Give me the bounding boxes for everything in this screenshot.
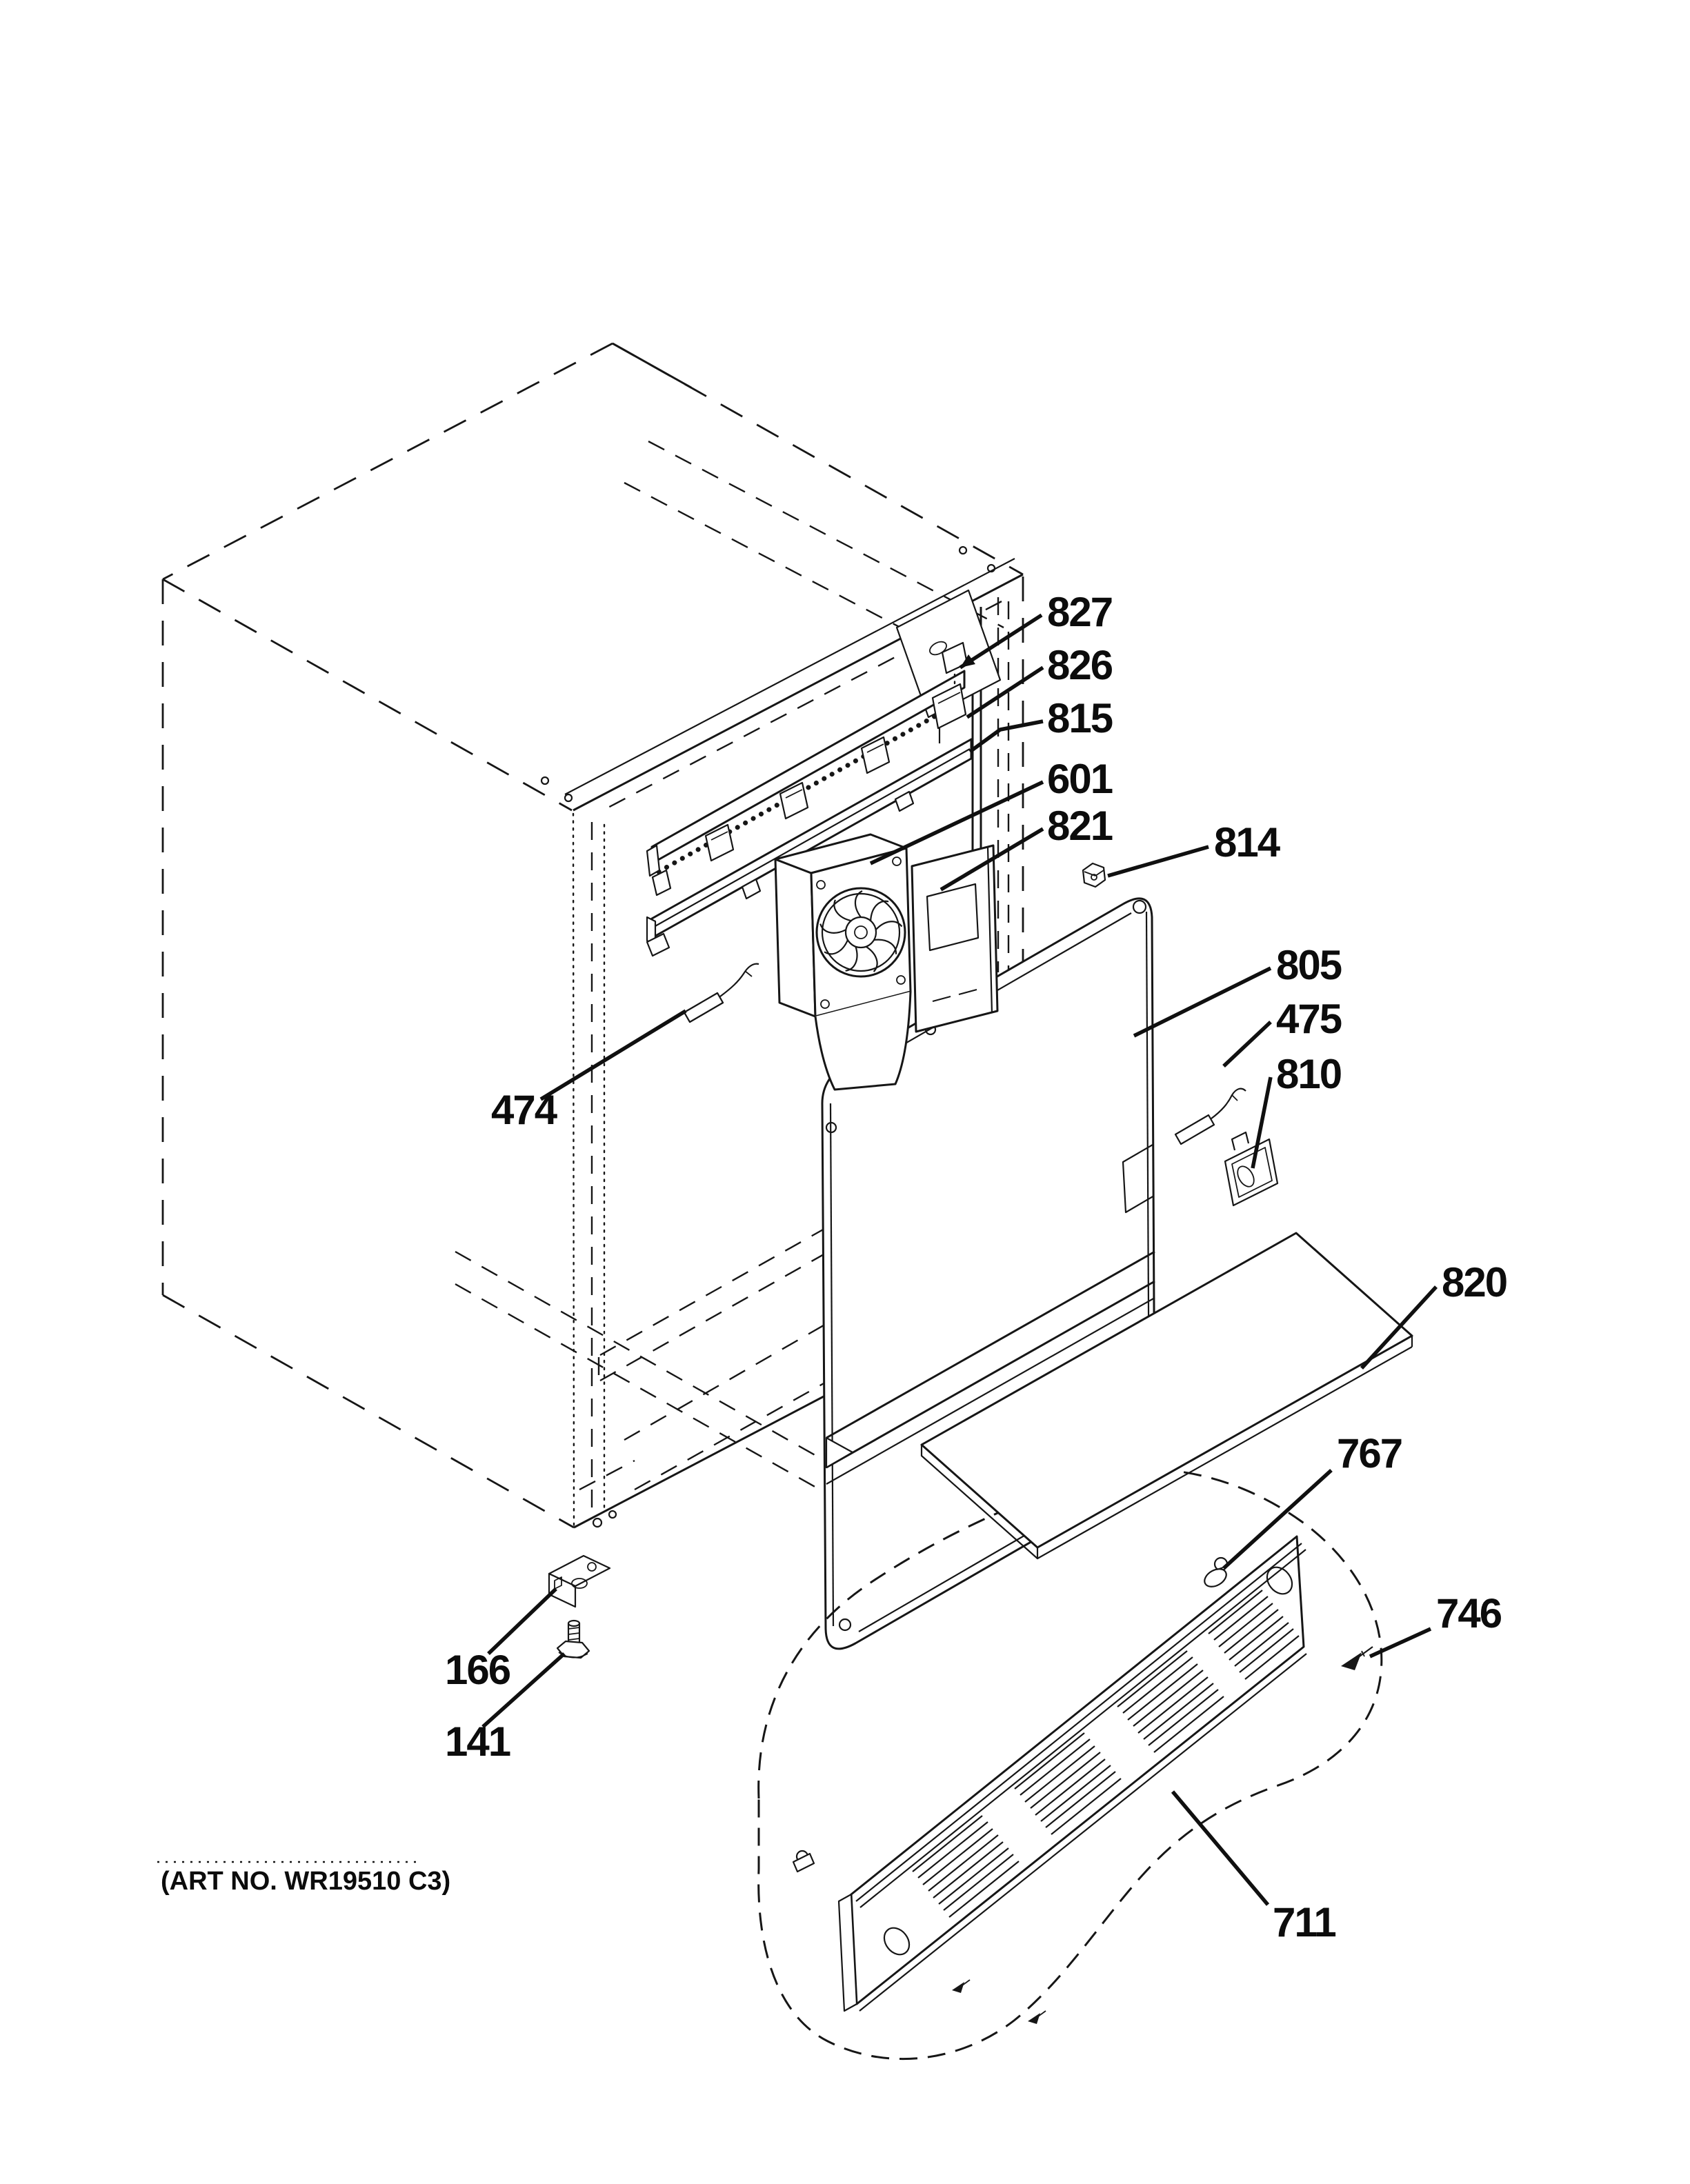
top-screw-hole (986, 563, 996, 573)
grille-hole (1266, 1566, 1293, 1595)
callout-label-474: 474 (491, 1087, 558, 1133)
callout-711-leader (1171, 1790, 1270, 1906)
top-screw-hole (564, 793, 573, 803)
callout-label-805: 805 (1276, 942, 1342, 988)
callout-805-leader (1133, 966, 1272, 1038)
shelf-820 (920, 1232, 1413, 1560)
callout-166-leader (487, 1587, 557, 1655)
callout-label-815: 815 (1047, 695, 1113, 741)
fan-blades (819, 890, 903, 972)
vent-slots (912, 1590, 1300, 1918)
callout-826-leader (966, 665, 1044, 719)
grille-small-screw (1028, 2010, 1046, 2024)
callout-label-601: 601 (1047, 756, 1113, 802)
callout-label-475: 475 (1276, 996, 1342, 1042)
top-screw-hole (540, 776, 550, 785)
screw-746 (1341, 1646, 1373, 1670)
callout-label-826: 826 (1047, 642, 1113, 688)
callout-827-leader (959, 613, 1043, 670)
grille-small-screw (952, 1979, 971, 1993)
fan-bracket-821 (911, 844, 999, 1033)
grille-711 (837, 1535, 1307, 2012)
callout-label-746: 746 (1436, 1590, 1502, 1636)
liner-hole (1132, 899, 1147, 914)
heater-bar-815 (646, 738, 973, 957)
clip-826 (931, 683, 967, 743)
callout-810-leader (1251, 1076, 1273, 1169)
bracket-166 (548, 1554, 611, 1608)
callout-label-711: 711 (1273, 1899, 1335, 1945)
cover-810 (1224, 1131, 1279, 1207)
rail-clip (779, 781, 809, 820)
callout-label-166: 166 (445, 1647, 510, 1693)
drain-fitting-hole (592, 1517, 603, 1528)
art-number-text: (ART NO. WR19510 C3) (161, 1867, 450, 1896)
rail-clip (704, 823, 735, 862)
evaporator-fan-601 (774, 833, 912, 1091)
callout-label-821: 821 (1047, 803, 1113, 849)
sensor-474 (683, 963, 759, 1023)
liner-hole (838, 1618, 852, 1632)
callout-leaders (481, 613, 1438, 1906)
callout-821-leader (940, 827, 1044, 892)
callout-label-820: 820 (1442, 1259, 1507, 1305)
grille-left-stud (792, 1850, 815, 1873)
callout-label-814: 814 (1214, 819, 1281, 865)
callout-746-leader (1369, 1627, 1432, 1659)
callout-820-leader (1360, 1285, 1438, 1370)
callout-814-leader (1107, 845, 1209, 878)
callout-475-leader (1222, 1020, 1272, 1068)
serrated-rail-assembly (646, 641, 968, 896)
grille-hole (883, 1927, 911, 1956)
screw-767 (1204, 1556, 1229, 1587)
rail-clip (860, 736, 891, 774)
callout-label-827: 827 (1047, 589, 1112, 635)
nut-814 (1082, 862, 1106, 888)
callout-815-leader (968, 719, 1044, 754)
callout-601-leader (869, 780, 1044, 865)
art-number-block: (ART NO. WR19510 C3) (157, 1861, 450, 1896)
callout-label-141: 141 (445, 1719, 510, 1765)
liner-hole (825, 1121, 837, 1134)
callout-767-leader (1222, 1468, 1333, 1570)
callout-141-leader (481, 1652, 566, 1729)
callout-827-arrow (960, 654, 975, 668)
callout-474-leader (539, 1009, 687, 1101)
detail-balloon-outline (757, 1467, 1383, 2061)
callout-label-810: 810 (1276, 1051, 1341, 1097)
sensor-475 (1174, 1088, 1246, 1145)
top-screw-hole (958, 545, 968, 555)
callout-label-767: 767 (1337, 1430, 1402, 1476)
drain-fitting-hole (608, 1510, 617, 1519)
leveling-bolt-141 (556, 1619, 590, 1659)
callout-labels: 827 826 815 601 821 814 805 475 810 820 … (445, 589, 1508, 1945)
